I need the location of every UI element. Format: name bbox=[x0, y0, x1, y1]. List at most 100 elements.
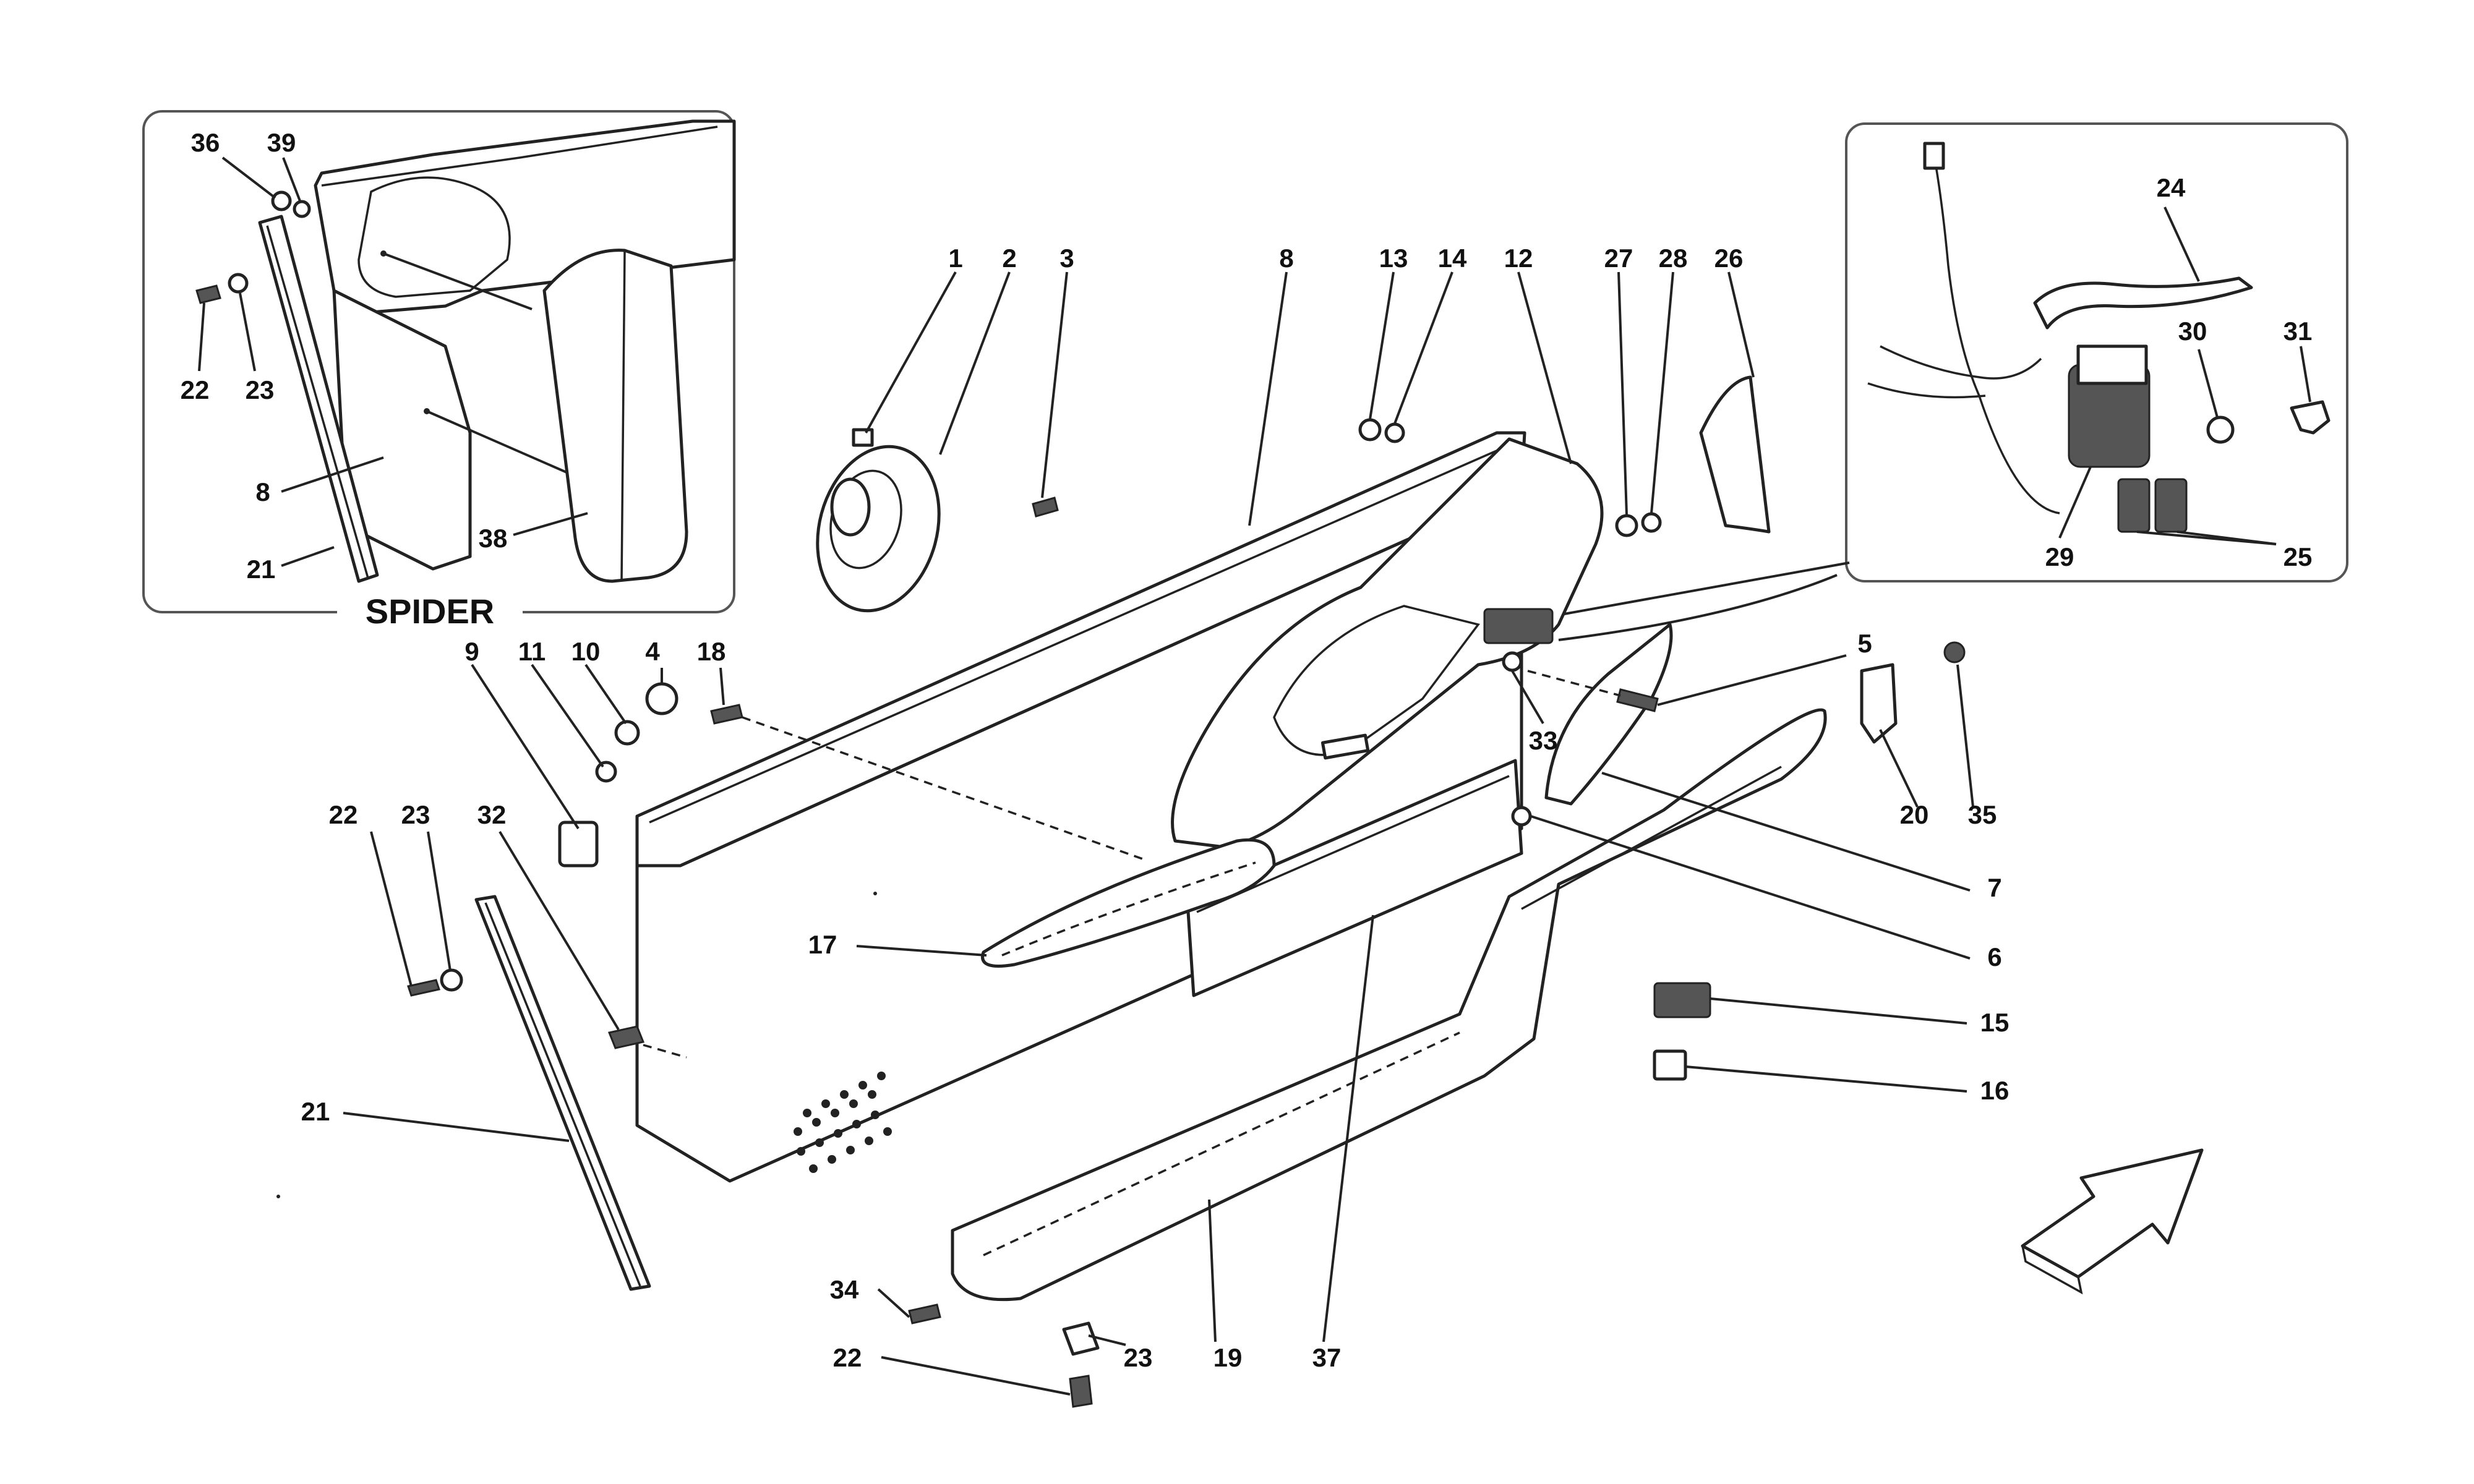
spider-title-gap bbox=[337, 594, 523, 631]
speaker-magnet bbox=[830, 477, 871, 537]
inset-link-line-upper bbox=[1539, 561, 1850, 620]
wiring-switch-25b bbox=[2154, 478, 2188, 533]
spider-washer-39 bbox=[293, 200, 311, 218]
callout-label: 22 bbox=[181, 375, 210, 404]
callout-label: 33 bbox=[1529, 726, 1558, 755]
armrest-surround-12 bbox=[1171, 437, 1604, 849]
handle-recess bbox=[1273, 605, 1480, 756]
callout-label: 8 bbox=[1279, 244, 1293, 273]
sill-stitch-line bbox=[983, 1031, 1460, 1256]
callout-label: 27 bbox=[1604, 244, 1633, 273]
callout-label: 23 bbox=[1124, 1343, 1153, 1372]
part-27-nut bbox=[1615, 514, 1638, 537]
sill-upper-edge bbox=[1521, 765, 1782, 910]
callout-label: 3 bbox=[1059, 244, 1074, 273]
callout-label: 24 bbox=[2157, 173, 2186, 202]
part-34-screw bbox=[908, 1303, 941, 1324]
handle-pull-slot bbox=[1320, 733, 1370, 760]
callout-label: 34 bbox=[830, 1275, 859, 1304]
spider-screw-22 bbox=[195, 284, 221, 304]
part-26-plate bbox=[1699, 375, 1771, 534]
direction-arrow-depth bbox=[2021, 1245, 2083, 1295]
callout-label: 5 bbox=[1857, 629, 1872, 658]
callout-label: 30 bbox=[2178, 317, 2207, 346]
door-pocket-37 bbox=[1186, 759, 1523, 997]
trim-wing-7 bbox=[1544, 623, 1673, 806]
part-28-washer bbox=[1641, 512, 1662, 533]
part-35-screw bbox=[1943, 641, 1966, 663]
part-11-washer bbox=[595, 761, 617, 783]
armrest-switch-bezel bbox=[1483, 608, 1554, 644]
callout-label: 22 bbox=[833, 1343, 862, 1372]
callout-label: 38 bbox=[479, 524, 508, 553]
spider-pad-outline bbox=[357, 176, 511, 298]
callout-label: 31 bbox=[2284, 317, 2313, 346]
callout-label: 14 bbox=[1438, 244, 1467, 273]
dashed-fastening-line-5 bbox=[1527, 670, 1621, 697]
callout-label: 28 bbox=[1659, 244, 1688, 273]
part-23b-washer bbox=[1062, 1321, 1100, 1356]
door-pull-17 bbox=[981, 838, 1276, 968]
part-18-screw bbox=[710, 704, 743, 725]
scan-speck bbox=[276, 1195, 280, 1198]
part-22b-screw bbox=[1069, 1375, 1093, 1408]
end-cap-9 bbox=[558, 821, 599, 868]
part-22-screw bbox=[407, 979, 440, 997]
part-6-stud bbox=[1511, 806, 1532, 827]
callout-label: 9 bbox=[464, 637, 479, 666]
wiring-switch-top bbox=[2076, 344, 2148, 385]
speaker-grille bbox=[794, 1072, 892, 1173]
spider-part-38-pad bbox=[542, 249, 688, 583]
lower-sill-trim-19 bbox=[951, 708, 1827, 1302]
callout-label: 39 bbox=[267, 128, 296, 157]
part-13-nut bbox=[1358, 418, 1382, 441]
spider-pad-hole bbox=[424, 408, 430, 414]
spider-leader-23 bbox=[239, 292, 256, 372]
wiring-cable-left2 bbox=[1867, 382, 1986, 399]
spider-leader-pad2 bbox=[426, 410, 576, 477]
wiring-leader-30 bbox=[2198, 349, 2219, 418]
callout-label: 12 bbox=[1504, 244, 1533, 273]
callout-label: 35 bbox=[1968, 800, 1997, 829]
callout-label: 23 bbox=[401, 800, 430, 829]
spider-seal-inner bbox=[266, 225, 369, 579]
callout-label: 2 bbox=[1002, 244, 1016, 273]
wiring-loom-24 bbox=[2033, 276, 2253, 330]
spider-leader-pad1 bbox=[383, 252, 533, 310]
part-3-screw bbox=[1032, 497, 1059, 518]
callout-label: 22 bbox=[329, 800, 358, 829]
callout-label: 26 bbox=[1714, 244, 1744, 273]
dashed-fastening-line bbox=[742, 716, 1145, 861]
part-20-cover bbox=[1860, 663, 1898, 744]
spider-pad-seam bbox=[620, 250, 626, 582]
spider-seal-strip bbox=[258, 215, 379, 583]
callout-label: 19 bbox=[1213, 1343, 1243, 1372]
callout-label: 8 bbox=[255, 477, 270, 506]
callout-label: 21 bbox=[301, 1097, 330, 1126]
inset-link-line-lower bbox=[1558, 574, 1838, 641]
spider-nut-36 bbox=[271, 190, 292, 211]
spider-inset: SPIDER 36 39 22 23 8 21 38 bbox=[142, 110, 736, 631]
spider-pad-hole bbox=[380, 250, 387, 257]
part-5-screw bbox=[1616, 688, 1659, 712]
spider-leader-38 bbox=[513, 512, 588, 536]
part-1-clip bbox=[852, 428, 874, 447]
scan-speck bbox=[873, 892, 877, 895]
callout-label: 13 bbox=[1379, 244, 1408, 273]
callout-label: 20 bbox=[1900, 800, 1929, 829]
callout-label: 18 bbox=[697, 637, 726, 666]
seal-strip-inner bbox=[484, 902, 641, 1287]
callout-label: 15 bbox=[1980, 1008, 2010, 1037]
spider-washer-23 bbox=[228, 273, 249, 294]
part-4-grommet bbox=[645, 682, 678, 715]
part-15-switch bbox=[1653, 982, 1711, 1018]
spider-leader-8 bbox=[281, 456, 384, 493]
spider-title: SPIDER bbox=[366, 592, 495, 631]
callout-label: 10 bbox=[571, 637, 601, 666]
part-14-washer bbox=[1384, 422, 1405, 443]
callout-label: 11 bbox=[518, 637, 546, 666]
door-panel-assembly bbox=[407, 375, 1966, 1408]
part-32-fastener bbox=[607, 1025, 645, 1049]
part-16-clip bbox=[1653, 1049, 1687, 1081]
